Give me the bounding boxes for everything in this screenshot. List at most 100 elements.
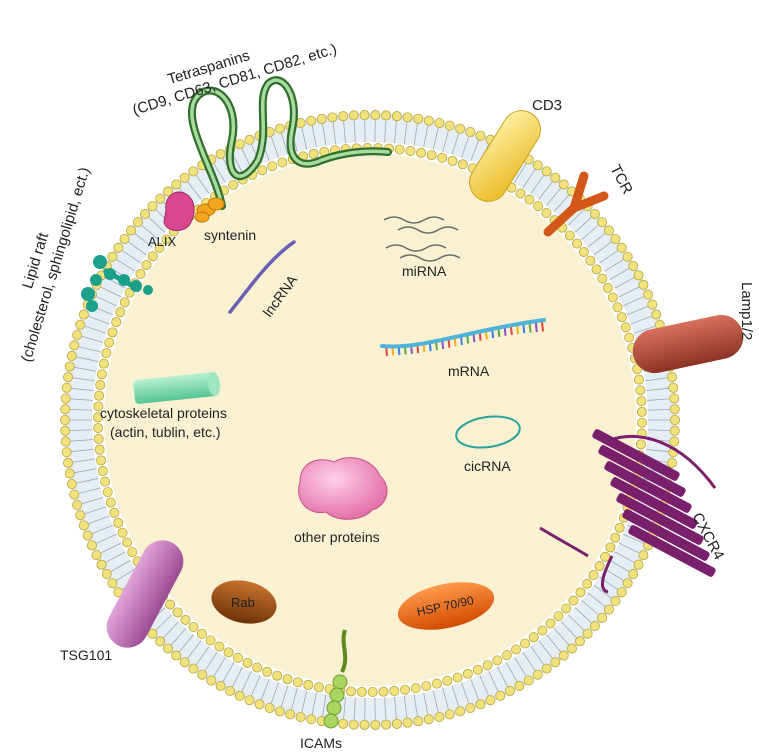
lipid-head — [434, 712, 445, 723]
lipid-head — [669, 393, 680, 404]
tcr-icon — [543, 171, 609, 237]
lipid-head — [254, 699, 265, 710]
lipid-head — [669, 404, 680, 415]
lipid-head — [394, 144, 405, 155]
lipid-head — [93, 423, 104, 434]
lipid-head — [431, 678, 442, 689]
lipid-head — [292, 677, 303, 688]
lipid-head — [622, 251, 633, 262]
lipid-head — [122, 537, 133, 548]
cxcr4-helix — [592, 429, 680, 481]
lipid-head — [633, 559, 644, 570]
lipid-head — [597, 217, 608, 228]
lipid-head — [523, 675, 534, 686]
lipid-head — [533, 201, 544, 212]
lamp-icon — [632, 314, 744, 374]
lipid-head — [400, 684, 411, 695]
lipid-head — [597, 612, 608, 623]
lipid-head — [475, 699, 486, 710]
lipid-head — [61, 382, 72, 393]
lipid-head — [670, 414, 681, 425]
lipid-head — [161, 234, 172, 245]
lipid-head — [633, 374, 644, 385]
lipid-head — [188, 663, 199, 674]
lipid-head — [504, 686, 515, 697]
lipid-head — [69, 489, 80, 500]
lipid-head — [234, 139, 245, 150]
lipid-raft-icon — [81, 255, 153, 312]
lipid-head — [514, 680, 525, 691]
lipid-head — [163, 643, 174, 654]
lipid-head — [60, 425, 71, 436]
lipid-head — [264, 703, 275, 714]
lipid-head — [558, 179, 569, 190]
lipid-head — [93, 401, 104, 412]
lipid-head — [96, 455, 107, 466]
lipid-head — [303, 679, 314, 690]
lipid-head — [197, 669, 208, 680]
lipid-head — [94, 444, 105, 455]
cxcr4-helix — [622, 509, 710, 561]
lipid-head — [272, 670, 283, 681]
lipid-head — [228, 179, 239, 190]
lipid-head — [313, 682, 324, 693]
lipid-head — [603, 225, 614, 236]
lipid-head — [306, 115, 317, 126]
lipid-head — [532, 160, 543, 171]
lipid-head — [101, 569, 112, 580]
lipid-head — [127, 547, 138, 558]
lipid-head — [338, 111, 349, 122]
lipid-head — [72, 330, 83, 341]
lipid-head — [141, 259, 152, 270]
lipid-head — [442, 675, 453, 686]
lipid-head — [426, 150, 437, 161]
lipid-head — [588, 570, 599, 581]
lipid-head — [60, 414, 71, 425]
lipid-head — [171, 650, 182, 661]
lipid-head — [492, 655, 503, 666]
lipid-head — [117, 527, 128, 538]
lipid-head — [410, 683, 421, 694]
lipid-head — [140, 209, 151, 220]
lipid-head — [93, 433, 104, 444]
lipid-head — [537, 625, 548, 636]
lipid-head — [434, 117, 445, 128]
lipid-head — [413, 716, 424, 727]
lipid-head — [612, 302, 623, 313]
lipid-head — [97, 466, 108, 477]
rab-icon — [211, 580, 277, 624]
lipid-head — [616, 242, 627, 253]
icams-label: ICAMs — [300, 735, 342, 751]
lipid-head — [605, 542, 616, 553]
lipid-head — [107, 251, 118, 262]
lipid-head — [338, 718, 349, 729]
lipid-head — [545, 618, 556, 629]
lipid-head — [624, 332, 635, 343]
lipid-head — [267, 161, 278, 172]
lipid-head — [482, 660, 493, 671]
lipid-head — [636, 417, 647, 428]
lipid-head — [635, 385, 646, 396]
lipid-head — [585, 255, 596, 266]
lipid-head — [462, 668, 473, 679]
cxcr4-helix — [604, 461, 692, 513]
lipid-head — [638, 279, 649, 290]
lipid-head — [457, 159, 468, 170]
lipid-head — [622, 578, 633, 589]
lumen — [104, 154, 636, 686]
lipid-head — [475, 130, 486, 141]
lipid-head — [115, 307, 126, 318]
lipid-head — [93, 412, 104, 423]
lipid-head — [495, 690, 506, 701]
cxcr4-helix — [616, 493, 704, 545]
lipid-head — [91, 550, 102, 561]
lipid-head — [633, 270, 644, 281]
lncrna-icon — [228, 240, 296, 314]
lipid-head — [381, 110, 392, 121]
mrna-base — [528, 322, 532, 333]
lipid-head — [553, 611, 564, 622]
lipid-head — [524, 194, 535, 205]
lipid-head — [582, 628, 593, 639]
other-proteins-icon — [298, 457, 388, 520]
lipid-head — [564, 230, 575, 241]
